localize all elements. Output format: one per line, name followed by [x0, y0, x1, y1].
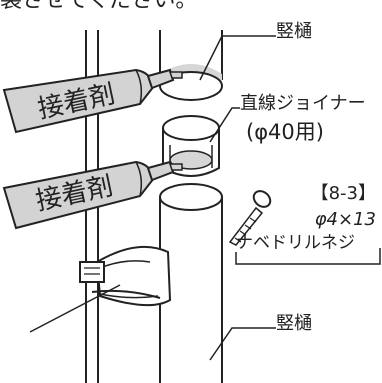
lower-drainpipe — [159, 183, 223, 383]
upper-drainpipe — [159, 30, 223, 101]
joiner-label: 直線ジョイナー — [240, 93, 366, 114]
adhesive-tube-1 — [2, 68, 183, 134]
joiner-size-label: (φ40用) — [246, 120, 324, 144]
leader-lines — [29, 35, 381, 361]
drainpipe-top-label: 竪樋 — [276, 21, 312, 42]
screw-code-label: 【8-3】 — [310, 183, 376, 204]
screw-size-label: φ4×13 — [314, 209, 376, 230]
adhesive-tube-2 — [2, 160, 183, 230]
top-instruction-text: 装させてください。 — [0, 0, 198, 13]
drill-screw — [228, 190, 272, 246]
pipe-clamp — [79, 245, 172, 307]
screw-name-label: ナベドリルネジ — [236, 233, 355, 253]
drainpipe-bottom-label: 竪樋 — [276, 313, 312, 334]
